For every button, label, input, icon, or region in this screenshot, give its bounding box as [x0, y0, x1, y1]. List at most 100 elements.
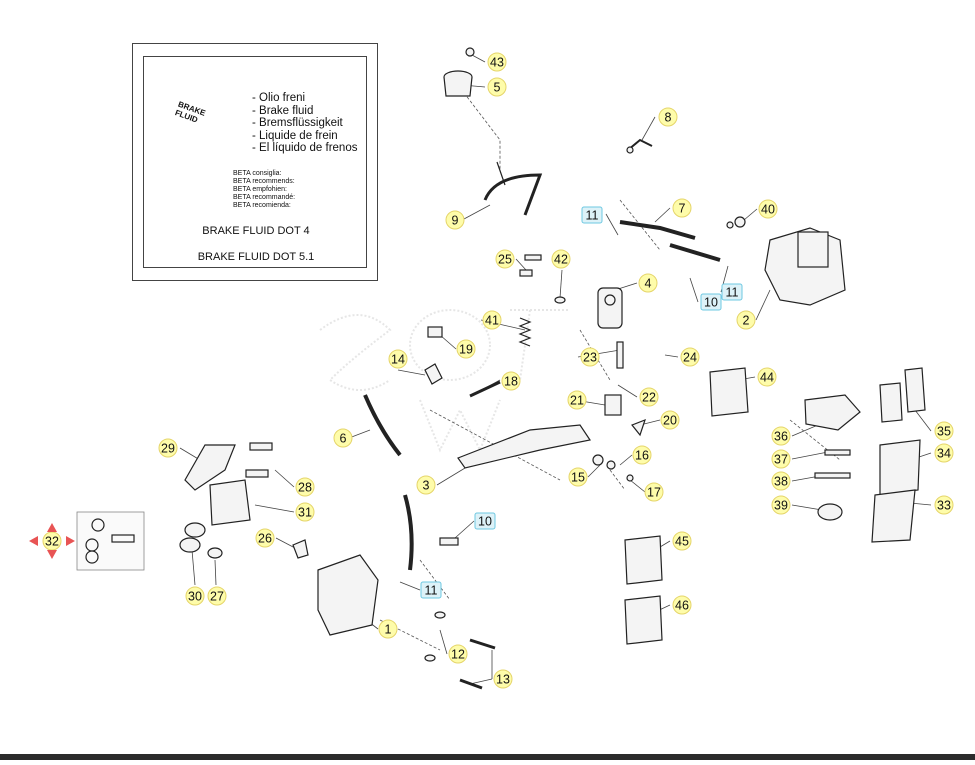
callout-44[interactable]: 44	[757, 367, 777, 387]
callout-5[interactable]: 5	[487, 77, 507, 97]
callout-4[interactable]: 4	[638, 273, 658, 293]
callout-badge[interactable]	[771, 471, 791, 491]
callout-badge[interactable]	[448, 644, 468, 664]
callout-29[interactable]: 29	[158, 438, 178, 458]
callout-43[interactable]: 43	[487, 52, 507, 72]
callout-badge[interactable]	[487, 77, 507, 97]
callout-badge[interactable]	[680, 347, 700, 367]
callout-15[interactable]: 15	[568, 467, 588, 487]
callout-21[interactable]: 21	[567, 390, 587, 410]
callout-7[interactable]: 7	[672, 198, 692, 218]
callout-9[interactable]: 9	[445, 210, 465, 230]
callout-33[interactable]: 33	[934, 495, 954, 515]
callout-30[interactable]: 30	[185, 586, 205, 606]
callout-20[interactable]: 20	[660, 410, 680, 430]
callout-19[interactable]: 19	[456, 339, 476, 359]
callout-1[interactable]: 1	[378, 619, 398, 639]
callout-36[interactable]: 36	[771, 426, 791, 446]
callout-10[interactable]: 10	[700, 293, 722, 311]
callout-25[interactable]: 25	[495, 249, 515, 269]
callout-16[interactable]: 16	[632, 445, 652, 465]
callout-37[interactable]: 37	[771, 449, 791, 469]
clip-27	[207, 547, 223, 559]
callout-badge[interactable]	[474, 512, 496, 530]
callout-badge[interactable]	[568, 467, 588, 487]
callout-42[interactable]: 42	[551, 249, 571, 269]
callout-badge[interactable]	[295, 477, 315, 497]
callout-6[interactable]: 6	[333, 428, 353, 448]
callout-badge[interactable]	[416, 475, 436, 495]
callout-badge[interactable]	[632, 445, 652, 465]
callout-badge[interactable]	[185, 586, 205, 606]
callout-badge[interactable]	[658, 107, 678, 127]
callout-badge[interactable]	[378, 619, 398, 639]
callout-badge[interactable]	[672, 531, 692, 551]
callout-badge[interactable]	[581, 206, 603, 224]
callout-2[interactable]: 2	[736, 310, 756, 330]
callout-46[interactable]: 46	[672, 595, 692, 615]
callout-badge[interactable]	[771, 426, 791, 446]
callout-badge[interactable]	[771, 495, 791, 515]
callout-badge[interactable]	[551, 249, 571, 269]
callout-badge[interactable]	[721, 283, 743, 301]
callout-badge[interactable]	[333, 428, 353, 448]
callout-badge[interactable]	[445, 210, 465, 230]
callout-badge[interactable]	[736, 310, 756, 330]
callout-badge[interactable]	[487, 52, 507, 72]
callout-badge[interactable]	[758, 199, 778, 219]
callout-17[interactable]: 17	[644, 482, 664, 502]
callout-38[interactable]: 38	[771, 471, 791, 491]
callout-18[interactable]: 18	[501, 371, 521, 391]
callout-badge[interactable]	[672, 198, 692, 218]
callout-badge[interactable]	[638, 273, 658, 293]
callout-badge[interactable]	[639, 387, 659, 407]
callout-badge[interactable]	[700, 293, 722, 311]
callout-8[interactable]: 8	[658, 107, 678, 127]
callout-badge[interactable]	[207, 586, 227, 606]
callout-badge[interactable]	[644, 482, 664, 502]
callout-3[interactable]: 3	[416, 475, 436, 495]
callout-badge[interactable]	[295, 502, 315, 522]
callout-number: 24	[683, 351, 697, 365]
callout-badge[interactable]	[757, 367, 777, 387]
callout-40[interactable]: 40	[758, 199, 778, 219]
callout-badge[interactable]	[580, 347, 600, 367]
callout-badge[interactable]	[158, 438, 178, 458]
callout-39[interactable]: 39	[771, 495, 791, 515]
callout-35[interactable]: 35	[934, 421, 954, 441]
callout-34[interactable]: 34	[934, 443, 954, 463]
callout-45[interactable]: 45	[672, 531, 692, 551]
callout-10[interactable]: 10	[474, 512, 496, 530]
callout-badge[interactable]	[388, 349, 408, 369]
callout-badge[interactable]	[501, 371, 521, 391]
callout-badge[interactable]	[771, 449, 791, 469]
callout-badge[interactable]	[934, 421, 954, 441]
callout-badge[interactable]	[934, 495, 954, 515]
callout-badge[interactable]	[495, 249, 515, 269]
callout-14[interactable]: 14	[388, 349, 408, 369]
callout-12[interactable]: 12	[448, 644, 468, 664]
callout-26[interactable]: 26	[255, 528, 275, 548]
callout-badge[interactable]	[482, 310, 502, 330]
callout-badge[interactable]	[934, 443, 954, 463]
callout-badge[interactable]	[493, 669, 513, 689]
callout-number: 33	[937, 499, 951, 513]
callout-badge[interactable]	[660, 410, 680, 430]
callout-41[interactable]: 41	[482, 310, 502, 330]
callout-badge[interactable]	[456, 339, 476, 359]
callout-badge[interactable]	[255, 528, 275, 548]
callout-24[interactable]: 24	[680, 347, 700, 367]
callout-badge[interactable]	[672, 595, 692, 615]
callout-11[interactable]: 11	[721, 283, 743, 301]
callout-28[interactable]: 28	[295, 477, 315, 497]
callout-22[interactable]: 22	[639, 387, 659, 407]
callout-32[interactable]: 32	[42, 531, 62, 551]
callout-badge[interactable]	[567, 390, 587, 410]
callout-13[interactable]: 13	[493, 669, 513, 689]
callout-11[interactable]: 11	[420, 581, 442, 599]
callout-31[interactable]: 31	[295, 502, 315, 522]
callout-23[interactable]: 23	[580, 347, 600, 367]
callout-11[interactable]: 11	[581, 206, 603, 224]
callout-badge[interactable]	[420, 581, 442, 599]
callout-27[interactable]: 27	[207, 586, 227, 606]
